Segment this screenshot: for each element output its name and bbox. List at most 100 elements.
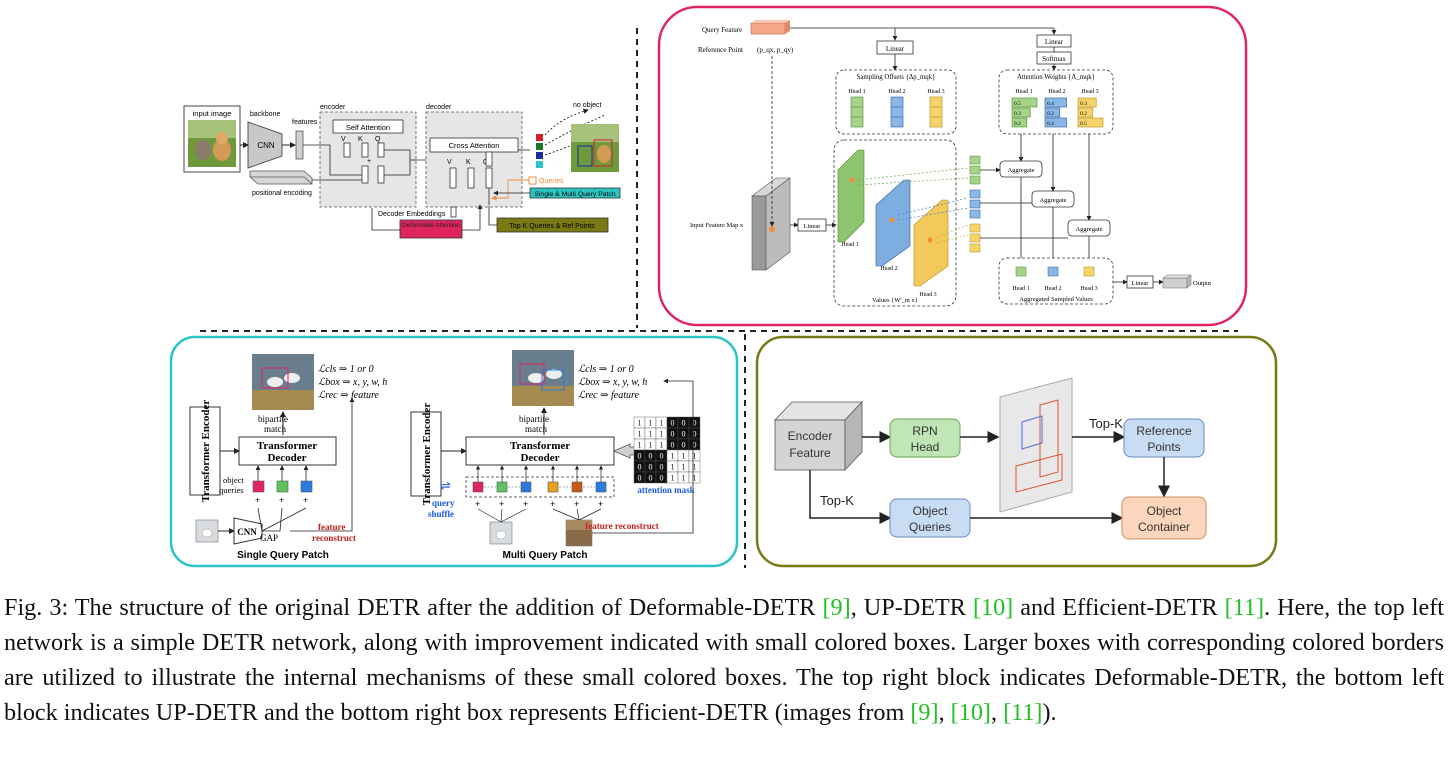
attention-weight-value: 0.5 [1014,101,1021,107]
mq-loss-cls: ℒcls ⇒ 1 or 0 [578,364,634,375]
aggregate-label-2: Aggregate [1039,197,1066,204]
attention-weight-bar [1011,117,1028,128]
mask-cell-value: 1 [671,452,675,461]
values-head1-label: Head 1 [841,242,858,248]
attention-weight-value: 0.5 [1080,121,1087,127]
mask-cell-value: 0 [682,430,686,439]
dec-v-label: V [447,159,452,166]
mask-cell-value: 1 [638,430,642,439]
mq-loss-rec: ℒrec ⇒ feature [578,390,639,401]
caption-text: , [938,699,951,726]
agg-head2-label: Head 2 [1044,286,1061,292]
caption-text: , [990,699,1004,726]
backbone-label: backbone [250,111,280,118]
mask-cell-value: 0 [649,452,653,461]
cnn-block [247,121,283,169]
attention-weight-bar [1011,107,1031,118]
sq-reconstruct-label: reconstruct [312,533,356,543]
mask-cell-value: 0 [660,452,664,461]
so-head3-label: Head 3 [927,89,944,95]
citation-link[interactable]: [11] [1224,594,1265,621]
sq-decoder-label-2: Decoder [267,452,306,464]
attention-weight-bar [1044,97,1067,108]
figure-caption: Fig. 3: The structure of the original DE… [4,590,1444,730]
mask-cell-value: 1 [671,474,675,483]
mask-cell-value: 1 [649,419,653,428]
no-object-label: no object [573,102,601,109]
sampled-value-cubes [969,155,981,253]
aggregate-label-1: Aggregate [1007,167,1034,174]
citation-link[interactable]: [10] [972,594,1014,621]
attention-weight-bar [1077,107,1094,118]
agg-head1-label: Head 1 [1012,286,1029,292]
mask-cell-value: 1 [638,419,642,428]
mask-cell-value: 1 [660,441,664,450]
dec-k-label: K [466,159,471,166]
aggregate-label-3: Aggregate [1075,226,1102,233]
positional-encoding-label: positional encoding [252,190,312,197]
attention-weight-bar [1077,117,1104,128]
rpn-head-box [889,418,961,458]
mask-cell-value: 0 [638,463,642,472]
sq-decoder-label-1: Transformer [257,440,317,452]
attention-weight-value: 0.2 [1014,121,1021,127]
attention-weight-bar [1044,107,1061,118]
mask-cell-value: 1 [682,463,686,472]
caption-text: , UP-DETR [850,594,973,621]
self-attention-label: Self Attention [346,123,390,132]
object-container-box [1121,496,1207,540]
attention-mask-label: attention mask [637,485,694,495]
caption-text: Fig. 3: The structure of the original DE… [4,594,823,621]
attention-weight-bar [1077,97,1097,108]
mask-cell-value: 1 [660,419,664,428]
values-box [833,139,957,307]
mq-loss-box: ℒbox ⇒ x, y, w, h [578,377,647,388]
citation-link[interactable]: [9] [910,699,939,726]
aw-head2-label: Head 2 [1048,89,1065,95]
mask-cell-value: 0 [649,463,653,472]
sq-plus-3: + [303,495,308,505]
multi-query-patch-label: Multi Query Patch [502,550,587,561]
topk-label-bottom: Top-K [820,493,854,508]
attention-weight-value: 0.4 [1047,101,1054,107]
mask-cell-value: 0 [693,419,697,428]
up-detr-panel: ℒcls ⇒ 1 or 0 ℒbox ⇒ x, y, w, h ℒrec ⇒ f… [169,335,739,568]
citation-link[interactable]: [10] [950,699,991,726]
attention-weight-value: 0.4 [1047,121,1054,127]
queries-label: Queries [539,178,564,185]
object-queries-label-1: Object [913,504,948,518]
mq-bipartite: bipartite [519,414,549,424]
topk-label-top: Top-K [1089,416,1123,431]
mask-cell-value: 0 [671,419,675,428]
single-query-image [252,354,314,410]
softmax-label: Softmax [1042,55,1066,63]
mask-cell-value: 0 [649,474,653,483]
sq-feature-label: feature [318,522,345,532]
detr-panel: input image backbone CNN features positi… [183,102,621,239]
input-image-thumbnail [188,120,236,167]
attention-weight-bars: 0.50.30.20.40.20.40.30.20.5 [1011,97,1104,128]
positional-encoding-block [249,170,313,185]
mask-cell-value: 1 [693,474,697,483]
caption-text: ). [1042,699,1057,726]
encoder-feature-cube [774,400,863,472]
reference-point-label: Reference Point [698,46,743,54]
figure: input image backbone CNN features positi… [169,5,1278,568]
output-block [1162,274,1192,289]
encoder-feature-label-1: Encoder [788,429,833,443]
sq-match: match [264,424,286,434]
cross-attention-label: Cross Attention [449,141,500,150]
features-label: features [292,119,318,126]
sq-query-squares [252,480,313,493]
mask-cell-value: 0 [660,463,664,472]
attention-weight-value: 0.2 [1080,111,1087,117]
values-head2-label: Head 2 [880,266,897,272]
sq-cnn-label: CNN [237,527,257,537]
deformable-detr-panel: Query Feature Reference Point (p_qx, p_q… [657,5,1248,327]
citation-link[interactable]: [9] [822,594,851,621]
cnn-label: CNN [257,141,275,150]
mask-cell-value: 1 [660,430,664,439]
citation-link[interactable]: [11] [1003,699,1043,726]
efficient-detr-panel: Encoder Feature RPN Head Top-K Reference… [755,335,1278,568]
output-label: Output [1193,280,1211,287]
